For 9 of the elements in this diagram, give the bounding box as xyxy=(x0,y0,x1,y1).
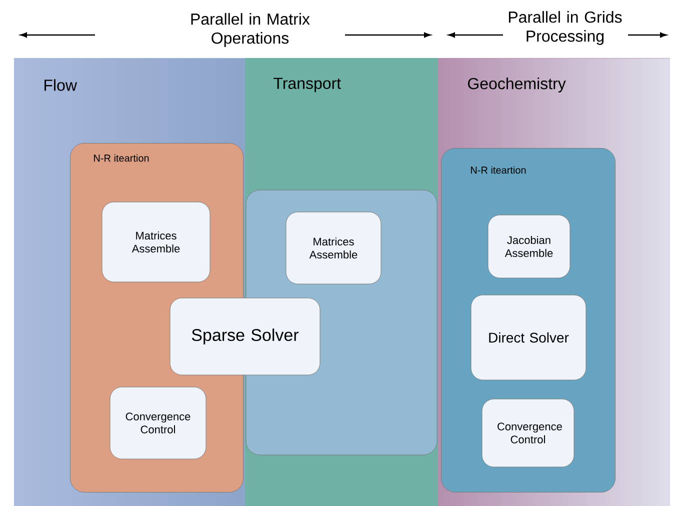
step-box: Direct Solver xyxy=(470,294,586,380)
step-box: Convergence Control xyxy=(110,386,206,460)
heading: Parallel in Grids Processing xyxy=(508,11,622,45)
heading: Parallel in Matrix Operations xyxy=(191,13,310,47)
step-box: Convergence Control xyxy=(482,398,574,468)
step-box: Matrices Assemble xyxy=(286,212,382,284)
step-box: Matrices Assemble xyxy=(102,202,210,282)
step-box: Jacobian Assemble xyxy=(488,214,570,278)
step-box: Sparse Solver xyxy=(170,298,320,376)
